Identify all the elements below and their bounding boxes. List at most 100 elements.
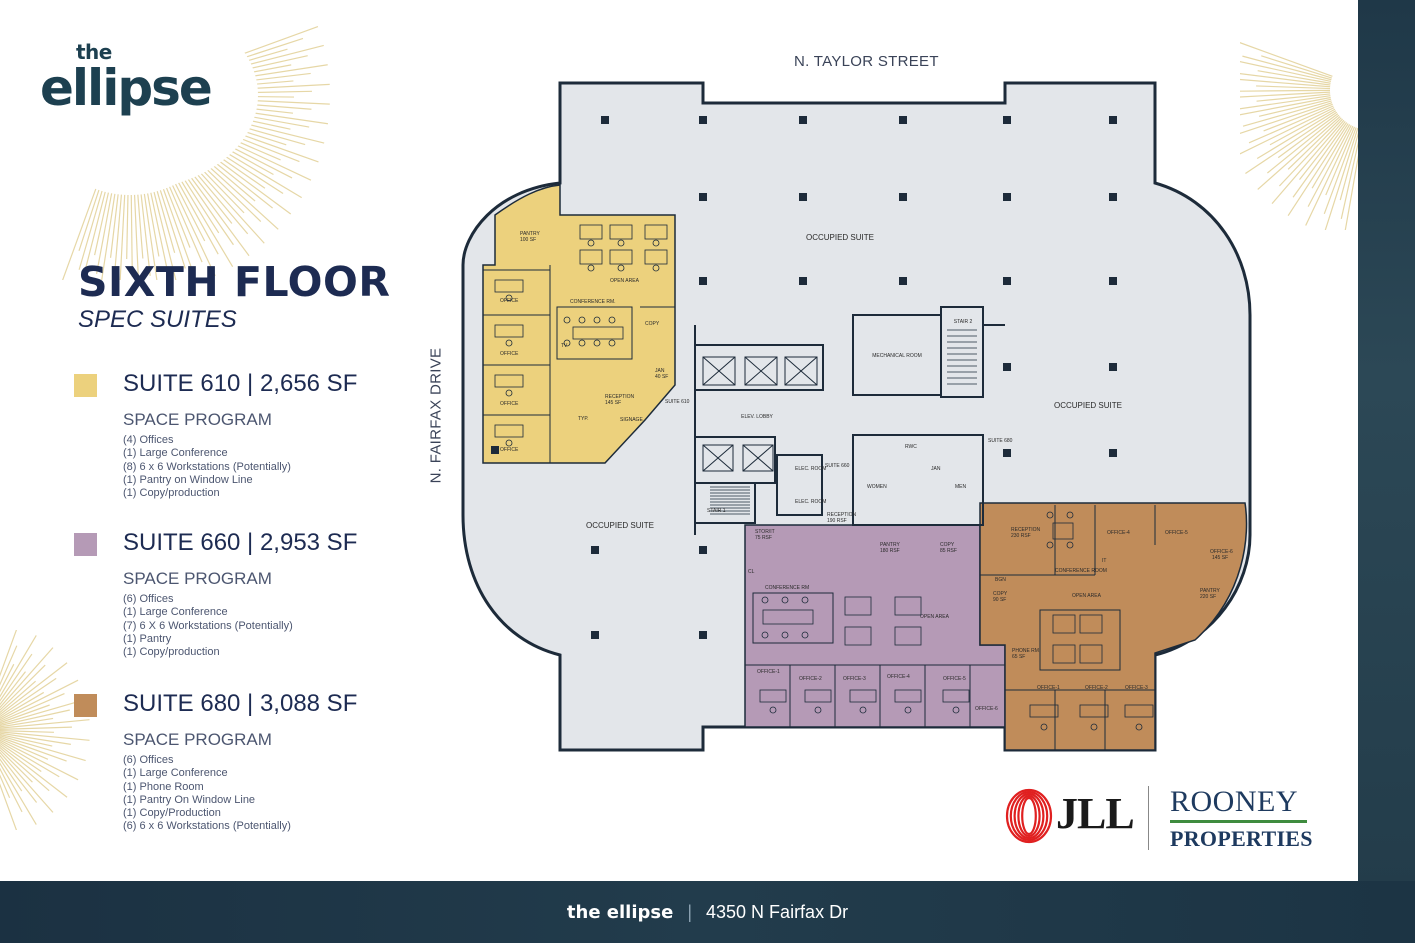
label-conference-660: CONFERENCE RM xyxy=(765,585,809,591)
program-item: (6) Offices xyxy=(123,754,174,766)
logo-small-text: the xyxy=(76,40,112,64)
building-core xyxy=(694,306,1005,535)
label-reception-660: RECEPTION xyxy=(827,512,857,518)
stair-treads xyxy=(710,329,977,515)
suite-610-program-list: (4) Offices (1) Large Conference (8) 6 x… xyxy=(123,434,291,500)
label-office-3-680: OFFICE-3 xyxy=(1125,685,1148,691)
label-copy-660: COPY xyxy=(940,542,955,548)
suite-660-program-heading: SPACE PROGRAM xyxy=(123,569,272,588)
label-occupied-north: OCCUPIED SUITE xyxy=(806,233,874,242)
program-item: (1) Copy/production xyxy=(123,646,220,659)
partitions xyxy=(483,265,1156,750)
partner-divider xyxy=(1148,786,1149,850)
label-women: WOMEN xyxy=(867,484,887,490)
label-mechanical-room: MECHANICAL ROOM xyxy=(872,353,922,359)
suite-610-title: SUITE 610 | 2,656 SF xyxy=(123,370,358,397)
program-item: (1) Pantry On Window Line xyxy=(123,793,256,806)
label-office-6-660: OFFICE-6 xyxy=(975,706,998,712)
footer-bar: the ellipse | 4350 N Fairfax Dr xyxy=(0,881,1415,943)
program-item: (1) Phone Room xyxy=(123,780,204,793)
right-photo-band xyxy=(1358,0,1415,943)
label-open-area-610: OPEN AREA xyxy=(610,278,640,284)
program-item: (4) Offices xyxy=(123,434,174,446)
label-copy-680-sf: 90 SF xyxy=(993,597,1006,603)
label-occupied-east: OCCUPIED SUITE xyxy=(1054,401,1122,410)
sunburst-top-left xyxy=(2,0,330,280)
label-office-5-660: OFFICE-5 xyxy=(943,676,966,682)
label-reception-660-sf: 190 RSF xyxy=(827,518,847,524)
program-item: (1) Copy/production xyxy=(123,487,220,500)
label-suite-660-door: SUITE 660 xyxy=(825,463,850,469)
label-elec-room-2: ELEC. ROOM xyxy=(795,499,826,505)
label-office-2-680: OFFICE-2 xyxy=(1085,685,1108,691)
label-elec-room-1: ELEC. ROOM xyxy=(795,466,826,472)
floor-plan: OCCUPIED SUITE OCCUPIED SUITE OCCUPIED S… xyxy=(461,81,1252,752)
footer-name: the ellipse xyxy=(566,901,674,923)
label-reception-610-sf: 145 SF xyxy=(605,400,621,406)
label-phone-rm: PHONE RM. xyxy=(1012,648,1040,654)
label-office-6-680-sf: 145 SF xyxy=(1212,555,1228,561)
footer-separator: | xyxy=(687,901,693,922)
logo-main-text: ellipse xyxy=(40,59,213,117)
label-reception-680: RECEPTION xyxy=(1011,527,1041,533)
label-office-1-660: OFFICE-1 xyxy=(757,669,780,675)
label-elev-lobby: ELEV. LOBBY xyxy=(741,414,773,420)
label-pantry-660-sf: 180 RSF xyxy=(880,548,900,554)
label-tv-610: TV xyxy=(561,343,568,349)
program-item: (1) Pantry xyxy=(123,632,172,645)
sunburst-top-right xyxy=(1240,42,1358,230)
street-side-label: N. FAIRFAX DRIVE xyxy=(427,347,445,484)
columns xyxy=(491,116,1117,639)
program-item: (1) Copy/Production xyxy=(123,807,221,820)
label-pantry-660: PANTRY xyxy=(880,542,900,548)
program-item: (7) 6 X 6 Workstations (Potentially) xyxy=(123,619,293,632)
suite-680-swatch xyxy=(74,694,97,717)
label-pantry-680-sf: 220 SF xyxy=(1200,594,1216,600)
suite-610-swatch xyxy=(74,374,97,397)
rooney-line2: PROPERTIES xyxy=(1170,826,1313,851)
label-typ: TYP. xyxy=(578,416,588,422)
label-occupied-southwest: OCCUPIED SUITE xyxy=(586,521,654,530)
restrooms xyxy=(852,434,984,526)
label-office-6-680: OFFICE-6 xyxy=(1210,549,1233,555)
suite-680-area xyxy=(979,502,1248,751)
program-item: (8) 6 x 6 Workstations (Potentially) xyxy=(123,460,291,473)
suite-610-area xyxy=(482,184,676,464)
sunburst-bottom-left xyxy=(0,630,90,830)
program-item: (1) Pantry on Window Line xyxy=(123,473,253,486)
footer-address: 4350 N Fairfax Dr xyxy=(706,901,849,922)
suite-660-swatch xyxy=(74,533,97,556)
suite-680-program-list: (6) Offices (1) Large Conference (1) Pho… xyxy=(123,754,291,834)
label-copy-680: COPY xyxy=(993,591,1008,597)
label-it: IT xyxy=(1102,558,1106,564)
label-suite-610-door: SUITE 610 xyxy=(665,399,690,405)
label-jan-610-sf: 40 SF xyxy=(655,374,668,380)
rooney-line1: ROONEY xyxy=(1170,785,1298,818)
label-office-4-680: OFFICE-4 xyxy=(1107,530,1130,536)
program-item: (6) 6 x 6 Workstations (Potentially) xyxy=(123,820,291,833)
label-jan-610: JAN xyxy=(655,368,665,374)
jll-logo-mark xyxy=(1005,788,1053,844)
label-open-area-680: OPEN AREA xyxy=(1072,593,1102,599)
suite-680-title: SUITE 680 | 3,088 SF xyxy=(123,690,358,717)
elec-rooms xyxy=(776,454,823,516)
floor-subtitle: SPEC SUITES xyxy=(78,306,237,333)
suite-680-program-heading: SPACE PROGRAM xyxy=(123,730,272,749)
label-office-610-b: OFFICE xyxy=(500,351,519,357)
label-rwc: RWC xyxy=(905,444,917,450)
suite-660-area xyxy=(744,524,1006,728)
label-reception-680-sf: 230 RSF xyxy=(1011,533,1031,539)
the-ellipse-logo: the ellipse xyxy=(40,40,213,117)
label-office-2-660: OFFICE-2 xyxy=(799,676,822,682)
stair-2 xyxy=(940,306,984,398)
label-conference-680: CONFERENCE ROOM xyxy=(1055,568,1107,574)
label-phone-rm-sf: 65 SF xyxy=(1012,654,1025,660)
label-conference-610: CONFERENCE RM. xyxy=(570,299,616,305)
label-bgn: BGN xyxy=(995,577,1006,583)
label-signage: SIGNAGE xyxy=(620,417,643,423)
rooney-properties-logo: ROONEY PROPERTIES xyxy=(1170,786,1313,851)
label-office-610-c: OFFICE xyxy=(500,401,519,407)
label-reception-610: RECEPTION xyxy=(605,394,635,400)
furniture xyxy=(494,224,1154,731)
street-top-label: N. TAYLOR STREET xyxy=(794,53,939,70)
